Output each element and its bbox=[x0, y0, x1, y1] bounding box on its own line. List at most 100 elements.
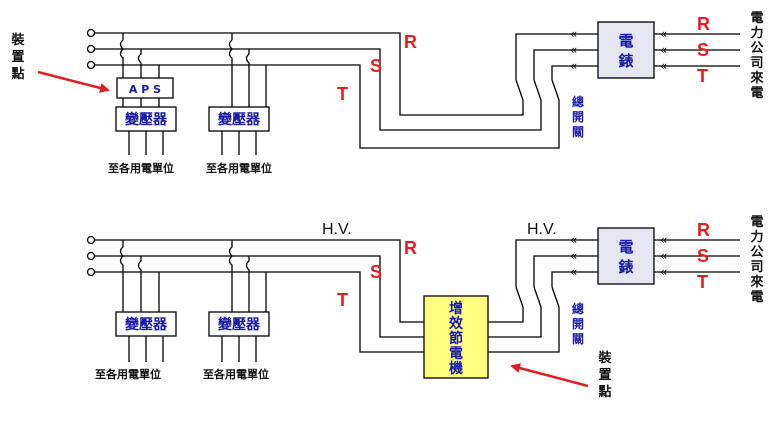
svg-text:«: « bbox=[570, 59, 577, 73]
transformer-label-1-top: 變壓器 bbox=[125, 111, 168, 128]
install-arrow-top bbox=[37, 70, 110, 93]
meter-char-2-bottom: 錶 bbox=[617, 258, 633, 276]
phase-s-bottom: S bbox=[370, 262, 382, 282]
svg-text:點: 點 bbox=[598, 384, 611, 400]
units-label-1-top: 至各用電單位 bbox=[108, 161, 174, 175]
incoming-lines-bottom bbox=[654, 239, 740, 273]
top-diagram bbox=[86, 21, 740, 155]
hv-label-right: H.V. bbox=[527, 221, 557, 238]
switch-t-top bbox=[551, 79, 560, 101]
feed-s-bottom bbox=[533, 255, 598, 287]
svg-text:節: 節 bbox=[449, 330, 463, 347]
terminal-t-bottom bbox=[86, 267, 96, 277]
phase-s-top: S bbox=[370, 56, 382, 76]
drop-1a bbox=[119, 33, 124, 78]
drop-1a-bottom bbox=[119, 240, 124, 312]
svg-text:公: 公 bbox=[750, 41, 763, 56]
svg-text:電: 電 bbox=[449, 345, 463, 362]
energy-saver-box bbox=[423, 295, 489, 379]
svg-text:電: 電 bbox=[750, 86, 763, 101]
svg-text:力: 力 bbox=[750, 229, 763, 245]
transformer-box-1-bottom bbox=[115, 311, 177, 337]
install-arrow-bottom bbox=[510, 363, 589, 388]
bus-t-bottom bbox=[95, 271, 424, 353]
meter-char-1-top: 電 bbox=[618, 32, 633, 50]
svg-text:公: 公 bbox=[750, 245, 763, 260]
terminal-r-bottom bbox=[86, 235, 96, 245]
transformer-box-2-bottom bbox=[208, 311, 270, 337]
svg-text:效: 效 bbox=[449, 315, 464, 332]
incoming-lines-top bbox=[654, 33, 740, 67]
svg-text:«: « bbox=[660, 27, 667, 41]
units-label-1-bottom: 至各用電單位 bbox=[95, 367, 161, 381]
device-out-t bbox=[488, 307, 560, 353]
connector-chevrons-bottom: « « « « « « bbox=[570, 233, 667, 279]
switch-s-bottom bbox=[533, 286, 542, 308]
meter-phase-t-bottom: T bbox=[697, 272, 708, 292]
svg-text:電: 電 bbox=[750, 11, 763, 26]
svg-text:«: « bbox=[660, 43, 667, 57]
device-out-s bbox=[488, 307, 542, 338]
switch-t-bottom bbox=[551, 286, 560, 308]
svg-text:電: 電 bbox=[750, 290, 763, 305]
bus-r-bottom bbox=[95, 239, 424, 323]
meter-box-top bbox=[597, 21, 655, 79]
main-switch-label-top: 總 開 關 bbox=[572, 94, 584, 139]
svg-text:«: « bbox=[570, 265, 577, 279]
transformer-label-1-bottom: 變壓器 bbox=[125, 316, 168, 333]
drop-2b-bottom bbox=[245, 256, 250, 312]
svg-text:«: « bbox=[570, 27, 577, 41]
meter-phase-r-top: R bbox=[697, 14, 710, 34]
transformer-box-2-top bbox=[208, 106, 270, 132]
svg-text:力: 力 bbox=[750, 25, 763, 41]
drop-2b bbox=[245, 49, 250, 107]
svg-text:«: « bbox=[660, 59, 667, 73]
svg-text:置: 置 bbox=[598, 368, 611, 383]
meter-phase-s-bottom: S bbox=[697, 246, 709, 266]
svg-text:開: 開 bbox=[572, 110, 584, 124]
transformer-1-out-top bbox=[128, 131, 164, 155]
feed-s-top bbox=[533, 49, 598, 80]
power-company-label-bottom: 電 力 公 司 來 電 bbox=[750, 215, 764, 305]
meter-char-2-top: 錶 bbox=[617, 52, 633, 70]
bus-s-bottom bbox=[95, 255, 424, 338]
transformer-2-out-bottom bbox=[221, 336, 257, 362]
drop-2a-bottom bbox=[228, 240, 233, 312]
drop-2a bbox=[228, 33, 233, 107]
phase-r-top: R bbox=[404, 32, 417, 52]
bus-s-top bbox=[95, 48, 542, 131]
svg-text:置: 置 bbox=[11, 50, 24, 65]
phase-t-bottom: T bbox=[337, 290, 348, 310]
feed-r-top bbox=[515, 33, 598, 80]
svg-text:«: « bbox=[660, 233, 667, 247]
units-label-2-bottom: 至各用電單位 bbox=[203, 367, 269, 381]
terminal-s-bottom bbox=[86, 251, 96, 261]
svg-text:增: 增 bbox=[449, 300, 463, 317]
meter-phase-s-top: S bbox=[697, 40, 709, 60]
meter-phase-r-bottom: R bbox=[697, 220, 710, 240]
svg-text:«: « bbox=[570, 43, 577, 57]
meter-box-bottom bbox=[597, 227, 655, 285]
bus-r-top bbox=[95, 32, 524, 116]
switch-r-bottom bbox=[515, 286, 524, 308]
svg-text:點: 點 bbox=[11, 66, 24, 82]
transformer-label-2-bottom: 變壓器 bbox=[218, 316, 261, 333]
svg-text:關: 關 bbox=[572, 332, 584, 346]
bus-t-top bbox=[95, 64, 560, 149]
terminal-s-top bbox=[86, 44, 96, 54]
connector-chevrons-top: « « « « « « bbox=[570, 27, 667, 73]
bottom-diagram bbox=[86, 227, 740, 379]
aps-leads bbox=[122, 98, 160, 107]
svg-text:機: 機 bbox=[449, 360, 463, 377]
power-company-label-top: 電 力 公 司 來 電 bbox=[750, 11, 764, 101]
feed-t-bottom bbox=[551, 271, 598, 287]
svg-text:«: « bbox=[660, 249, 667, 263]
transformer-label-2-top: 變壓器 bbox=[218, 111, 261, 128]
drop-1b-bottom bbox=[137, 256, 142, 312]
main-switch-label-bottom: 總 開 關 bbox=[572, 301, 584, 346]
svg-text:開: 開 bbox=[572, 317, 584, 331]
switch-r-top bbox=[515, 79, 524, 101]
svg-text:關: 關 bbox=[572, 125, 584, 139]
phase-r-bottom: R bbox=[404, 238, 417, 258]
